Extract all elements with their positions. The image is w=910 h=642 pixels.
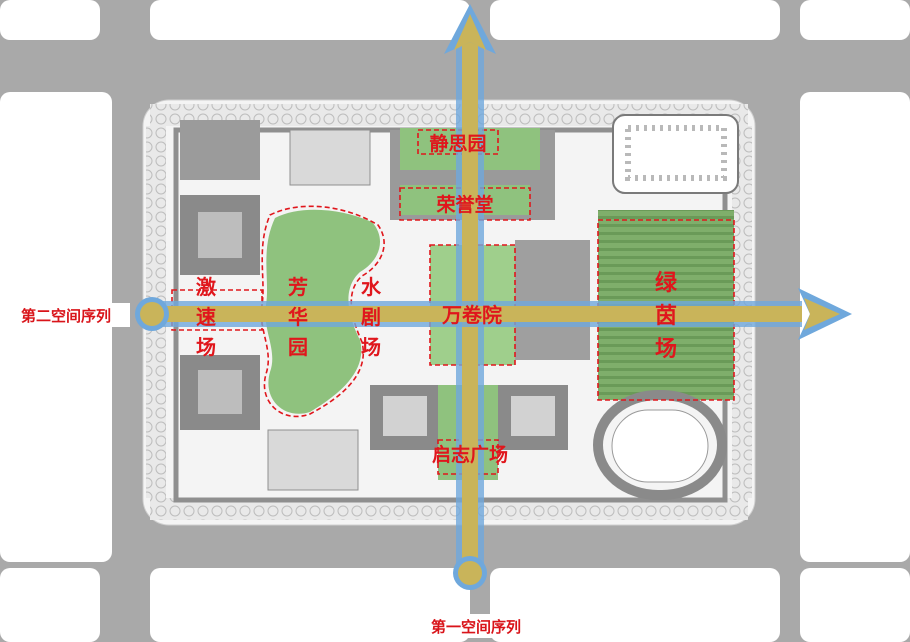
label-wanjuan: 万卷院 bbox=[441, 303, 502, 327]
primary-axis-arrowhead-core bbox=[454, 14, 486, 50]
outline-fanghua bbox=[260, 205, 385, 418]
zone-labels: 静思园 荣誉堂 万卷院 启志广场 绿 茵 场 激 速 场 芳 华 园 水 剧 场 bbox=[196, 132, 678, 466]
label-shuiju-2: 剧 bbox=[361, 305, 381, 329]
label-jisu-2: 速 bbox=[196, 305, 216, 329]
block-top-a bbox=[150, 0, 470, 40]
label-fanghua-1: 芳 bbox=[288, 275, 308, 299]
label-qizhi: 启志广场 bbox=[432, 443, 508, 466]
secondary-axis-label-bg bbox=[2, 303, 130, 327]
building-pavilion-n bbox=[289, 129, 371, 186]
tree-belt-bottom bbox=[150, 498, 748, 520]
label-lvyin-1: 绿 bbox=[655, 270, 678, 296]
label-fanghua-3: 园 bbox=[288, 335, 308, 359]
label-lvyin-3: 场 bbox=[655, 337, 677, 362]
building-gym-roof bbox=[612, 114, 739, 194]
label-shuiju-1: 水 bbox=[361, 275, 382, 299]
building-gym-ribs bbox=[625, 125, 727, 181]
building-east-stack bbox=[515, 240, 590, 360]
primary-axis-label: 第一空间序列 bbox=[431, 618, 521, 636]
block-top-left bbox=[0, 0, 100, 40]
label-lvyin-2: 茵 bbox=[655, 304, 677, 329]
label-rongyu: 荣誉堂 bbox=[435, 193, 493, 216]
building-south-east-court bbox=[511, 396, 555, 436]
block-bottom-left bbox=[0, 568, 100, 642]
building-west-low-court bbox=[198, 370, 242, 414]
block-top-right bbox=[800, 0, 910, 40]
block-right-mid bbox=[800, 92, 910, 562]
building-west-court bbox=[198, 212, 242, 258]
block-bottom-b bbox=[490, 568, 780, 642]
secondary-axis-label: 第二空间序列 bbox=[21, 307, 111, 325]
block-bottom-a bbox=[150, 568, 470, 642]
primary-axis-origin-core bbox=[458, 561, 482, 585]
buildings bbox=[180, 114, 739, 491]
label-jingsi: 静思园 bbox=[429, 132, 486, 155]
building-nw bbox=[180, 120, 260, 180]
secondary-axis bbox=[135, 288, 852, 340]
running-track bbox=[593, 390, 727, 500]
label-fanghua-2: 华 bbox=[288, 305, 308, 329]
label-jisu-3: 场 bbox=[196, 335, 216, 359]
block-top-b bbox=[490, 0, 780, 40]
block-bottom-right bbox=[800, 568, 910, 642]
primary-axis-label-bg bbox=[412, 614, 540, 638]
label-jisu-1: 激 bbox=[196, 275, 216, 299]
tree-belt-top bbox=[150, 104, 748, 126]
label-shuiju-3: 场 bbox=[361, 335, 381, 359]
secondary-axis-arrowhead-core bbox=[804, 298, 840, 330]
track-infield bbox=[611, 409, 709, 483]
axis-labels: 第一空间序列 第二空间序列 bbox=[2, 303, 540, 638]
secondary-axis-origin-core bbox=[140, 302, 164, 326]
building-pavilion-s bbox=[267, 429, 359, 491]
building-south-west-court bbox=[383, 396, 427, 436]
secondary-axis-core bbox=[152, 306, 802, 322]
